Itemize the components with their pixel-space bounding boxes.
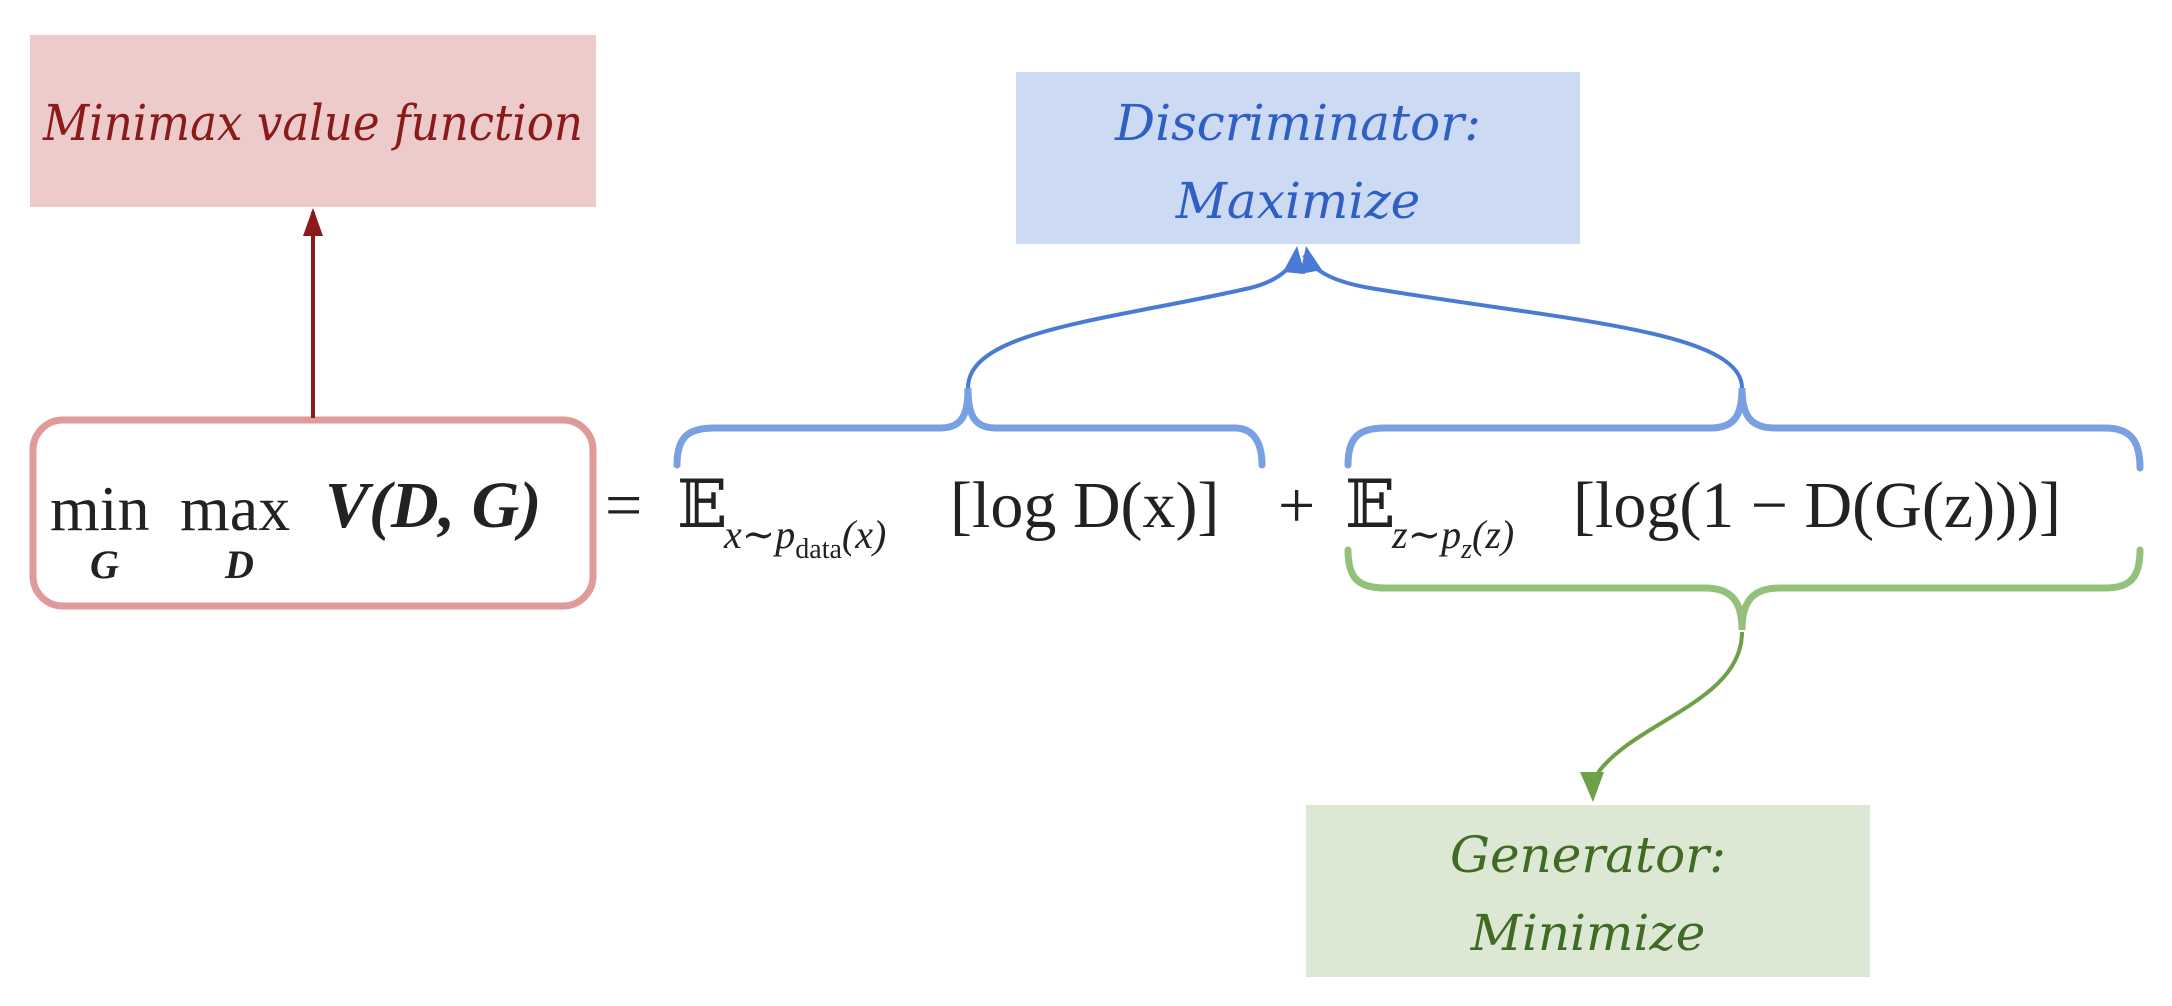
eq-term2-sub-main: z∼p [1391, 512, 1461, 557]
discriminator-label-box: Discriminator: Maximize [1016, 72, 1580, 244]
discriminator-arrowhead-left [1283, 246, 1305, 274]
eq-plus: + [1278, 469, 1315, 542]
eq-expectation-1: 𝔼 [677, 469, 727, 542]
eq-value-function: V(D, G) [325, 469, 541, 542]
eq-term2-sub-sub: z [1460, 534, 1472, 565]
minimax-label: Minimax value function [42, 94, 583, 152]
eq-term2-sub-tail: (z) [1472, 512, 1514, 557]
minimax-arrowhead [303, 208, 323, 236]
generator-label-line1: Generator: [1450, 826, 1726, 884]
eq-term1-sub-main: x∼p [723, 512, 795, 557]
eq-term2-body: [log(1 − D(G(z)))] [1573, 469, 2061, 542]
eq-term2-subscript: z∼pz(z) [1391, 512, 1514, 565]
discriminator-label-line1: Discriminator: [1114, 94, 1481, 152]
term2-brace-top [1344, 387, 2144, 472]
eq-term1-sub-sub: data [795, 534, 842, 565]
eq-term1-body: [log D(x)] [950, 469, 1219, 542]
eq-expectation-2: 𝔼 [1345, 469, 1395, 542]
generator-arrow [1590, 631, 1744, 793]
discriminator-label-line2: Maximize [1175, 172, 1421, 230]
minimax-highlight-box [29, 416, 597, 610]
eq-term1-subscript: x∼pdata(x) [723, 512, 886, 565]
discriminator-arrow-right [1302, 253, 1744, 389]
generator-label-box: Generator: Minimize [1306, 805, 1870, 977]
term1-brace [673, 387, 1266, 469]
gan-equation: min G max D V(D, G) = 𝔼 x∼pdata(x) [log … [50, 469, 2061, 587]
eq-term1-sub-tail: (x) [842, 512, 886, 557]
discriminator-arrowhead-right [1300, 246, 1322, 274]
term2-brace-bottom [1344, 546, 2144, 631]
minimax-label-box: Minimax value function [30, 35, 596, 207]
eq-max: max [180, 473, 290, 544]
eq-min-subscript: G [90, 542, 119, 587]
eq-max-subscript: D [224, 542, 254, 587]
eq-equals: = [605, 469, 642, 542]
generator-label-line2: Minimize [1470, 904, 1706, 962]
discriminator-arrow-left [966, 254, 1300, 389]
eq-min: min [50, 473, 150, 544]
generator-arrowhead [1580, 772, 1604, 802]
